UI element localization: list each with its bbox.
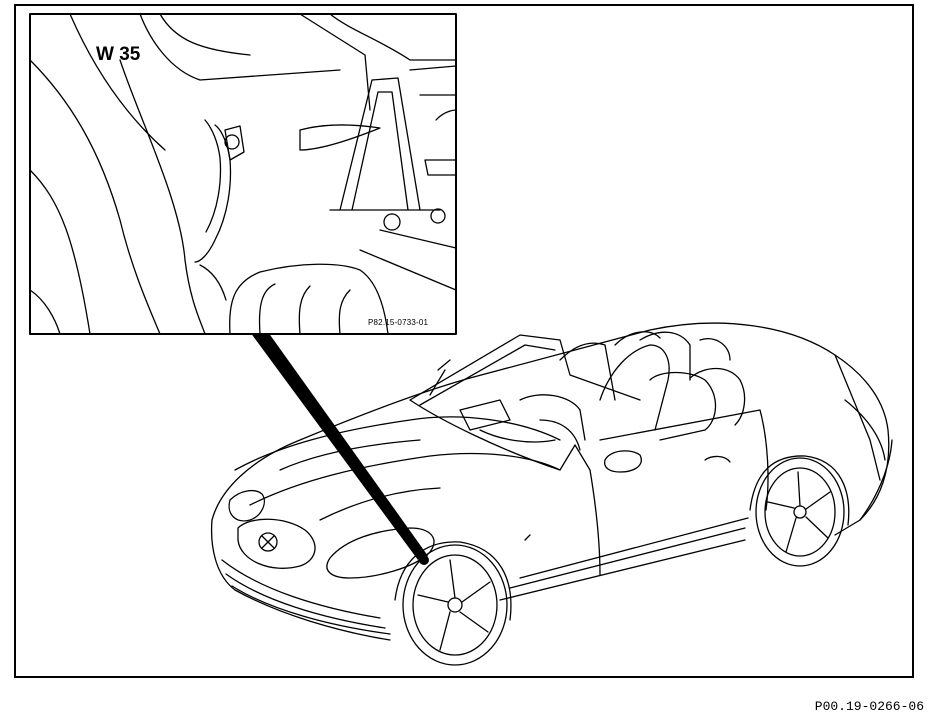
detail-inset: [29, 13, 457, 335]
component-label: W 35: [96, 44, 141, 65]
leader-line: [250, 332, 429, 565]
inset-reference-code: P82.15-0733-01: [368, 318, 429, 327]
figure-frame: [14, 4, 914, 678]
figure-reference-code: P00.19-0266-06: [814, 699, 924, 714]
car-outline: [210, 322, 893, 666]
ground-point-marker: [419, 555, 429, 565]
